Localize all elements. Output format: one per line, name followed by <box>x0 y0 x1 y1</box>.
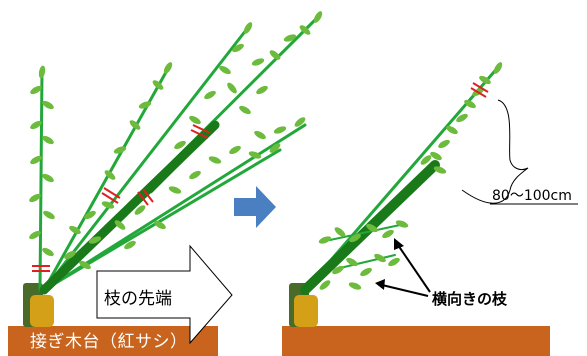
transition-arrow <box>234 186 276 228</box>
lateral-branches-label: 横向きの枝 <box>432 290 508 308</box>
left-plant-stems <box>38 13 322 295</box>
left-cut-marks <box>32 124 211 272</box>
branch-tip-label: 枝の先端 <box>104 289 172 309</box>
length-label: 80～100cm <box>492 188 572 204</box>
left-stump <box>30 295 54 327</box>
lateral-branch-arrows <box>375 238 431 297</box>
right-stump <box>294 295 318 327</box>
right-cut-mark <box>470 82 489 98</box>
length-brace <box>461 99 529 204</box>
right-ground <box>282 326 550 356</box>
left-ground <box>8 326 218 356</box>
rootstock-label: 接ぎ木台（紅サシ） <box>30 332 188 352</box>
right-plant-stems <box>300 63 502 295</box>
branch-tip-callout <box>96 244 233 345</box>
